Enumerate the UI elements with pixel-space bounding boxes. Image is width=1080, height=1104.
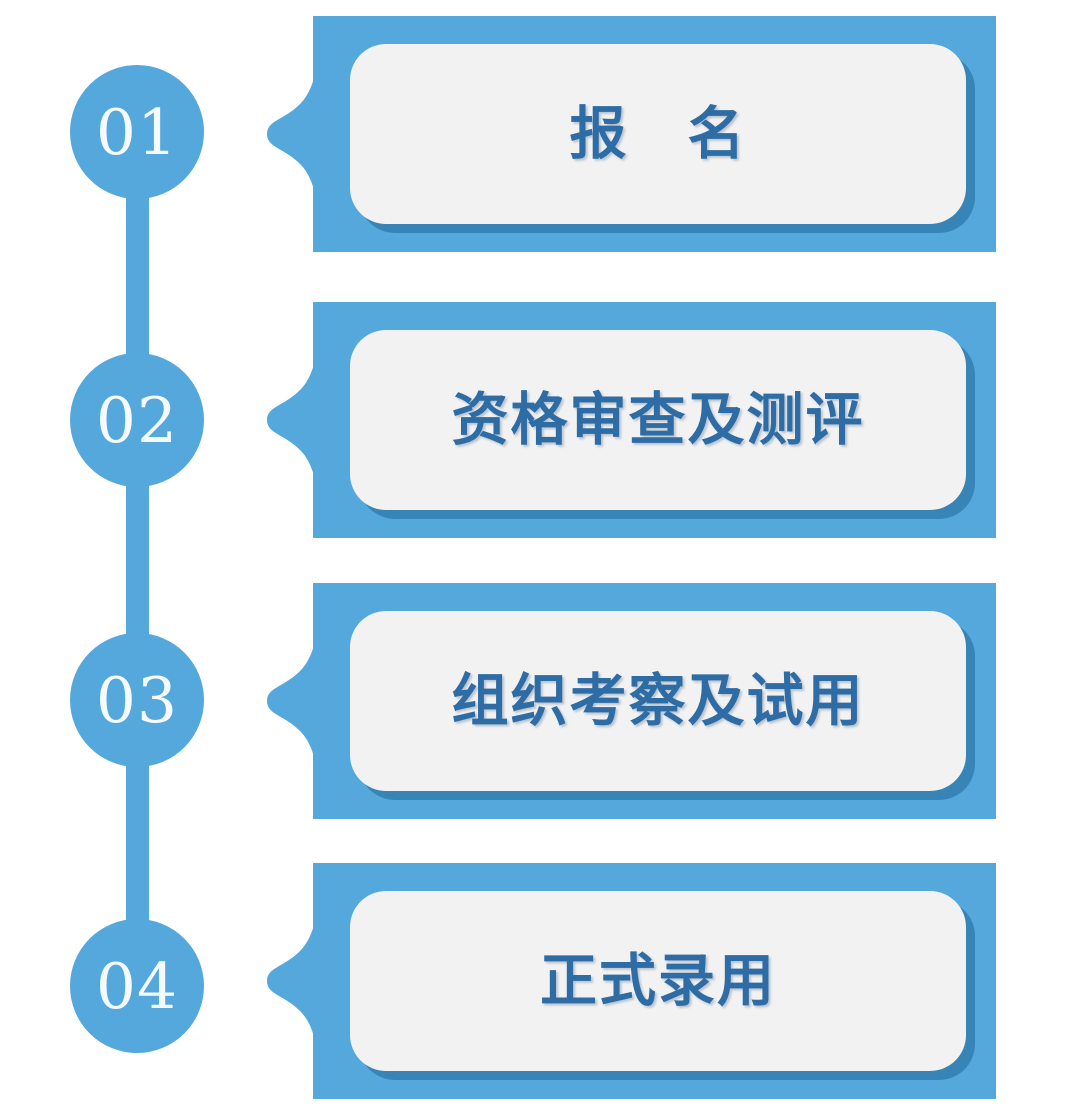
- step-notch-02: [267, 344, 359, 496]
- step-label-04: 正式录用: [540, 947, 776, 1014]
- rail-segment-1-2: [126, 132, 149, 422]
- process-step-row-04[interactable]: 正式录用: [267, 863, 996, 1099]
- step-circle-04[interactable]: 04: [70, 919, 204, 1053]
- step-card-01[interactable]: 报 名: [350, 44, 966, 224]
- step-number-04: 04: [95, 949, 179, 1023]
- step-circle-01[interactable]: 01: [70, 65, 204, 199]
- step-number-03: 03: [95, 663, 179, 737]
- step-notch-04: [267, 905, 359, 1057]
- step-circle-02[interactable]: 02: [70, 353, 204, 487]
- timeline-rail: 01 02 03 04: [0, 0, 300, 1104]
- step-card-04[interactable]: 正式录用: [350, 891, 966, 1071]
- step-circle-03[interactable]: 03: [70, 633, 204, 767]
- step-label-02: 资格审查及测评: [451, 386, 865, 453]
- step-notch-01: [267, 58, 359, 210]
- step-label-03: 组织考察及试用: [451, 667, 865, 734]
- step-notch-03: [267, 625, 359, 777]
- rail-segment-2-3: [126, 420, 149, 702]
- step-number-01: 01: [95, 95, 179, 169]
- process-step-row-01[interactable]: 报 名: [267, 16, 996, 252]
- process-step-row-03[interactable]: 组织考察及试用: [267, 583, 996, 819]
- process-step-row-02[interactable]: 资格审查及测评: [267, 302, 996, 538]
- rail-segment-3-4: [126, 700, 149, 986]
- step-card-02[interactable]: 资格审查及测评: [350, 330, 966, 510]
- step-number-02: 02: [95, 383, 179, 457]
- step-label-01: 报 名: [569, 100, 747, 167]
- step-card-03[interactable]: 组织考察及试用: [350, 611, 966, 791]
